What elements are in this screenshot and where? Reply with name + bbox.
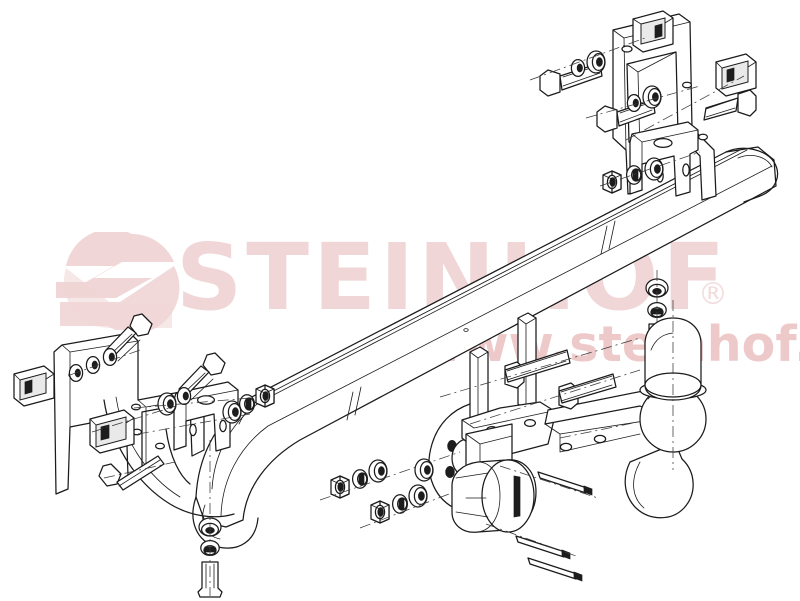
washer-left-g — [222, 400, 242, 424]
washer-flange-a — [414, 458, 434, 482]
washer-right-e — [625, 165, 643, 185]
left-bracket-fasteners — [68, 313, 275, 491]
socket-screws — [485, 465, 599, 582]
bolt-rr — [703, 89, 757, 121]
hexnut-centre-b — [370, 500, 390, 524]
washer-left-f — [238, 394, 256, 414]
ball-neck-part — [544, 389, 694, 519]
hexnut-left-a — [255, 384, 275, 408]
washer-left-e — [157, 392, 177, 416]
hexnut-centre-a — [330, 475, 350, 499]
clip-right-upper-part — [632, 10, 674, 53]
washer-right-c — [626, 93, 642, 113]
screw-s2 — [515, 535, 571, 560]
washer-left-d — [176, 386, 192, 406]
bolt-bl — [98, 455, 165, 491]
ball-cap-part — [644, 300, 702, 470]
washer-right-d — [642, 85, 662, 109]
clip-left-lower-part — [89, 409, 135, 454]
centre-fasteners — [319, 451, 471, 529]
hexnut-right-a — [602, 170, 622, 194]
ball-neck-fasteners — [439, 337, 641, 425]
screw-s3 — [527, 557, 583, 582]
electrical-socket-part — [451, 459, 537, 533]
washer-right-b — [586, 50, 606, 74]
bolt-tl — [105, 313, 153, 362]
bolt-ball1 — [504, 349, 571, 389]
screw-s1 — [537, 471, 593, 496]
washer-centre-b — [368, 459, 388, 483]
clip-left-upper-part — [13, 365, 55, 407]
bolt-left-bottom — [197, 517, 223, 598]
washer-left-a — [102, 347, 118, 367]
washer-right-f — [644, 157, 664, 181]
washer-centre-a — [351, 469, 369, 489]
right-bracket-fasteners — [539, 50, 757, 194]
right-support-plate-part — [629, 121, 699, 197]
assembly-centre-lines — [69, 37, 745, 596]
steinhof-s-logo-icon — [56, 232, 180, 330]
bolt-ball2 — [558, 373, 617, 410]
